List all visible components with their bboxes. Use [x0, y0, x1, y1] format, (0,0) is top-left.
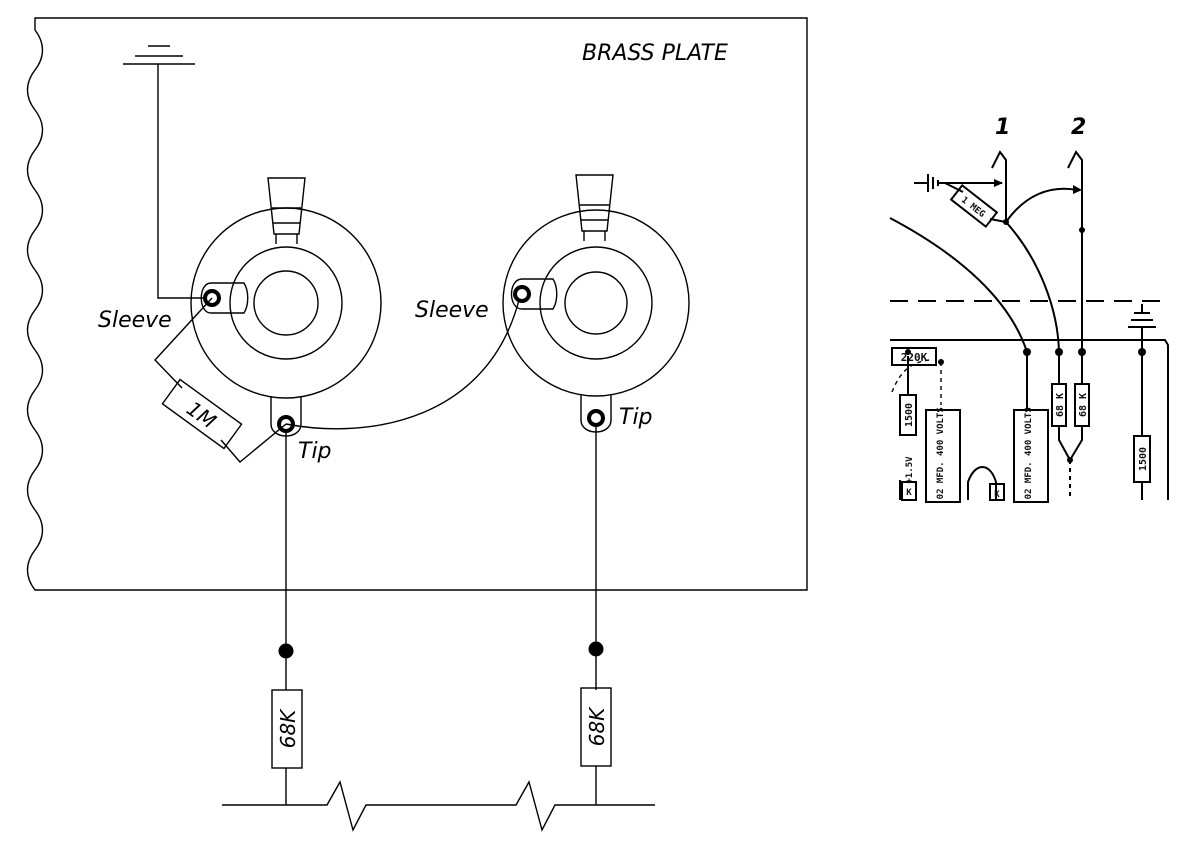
tip-label-1: Tip — [298, 439, 332, 464]
sleeve-label-2: Sleeve — [415, 298, 489, 323]
tip-label-2: Tip — [619, 405, 653, 430]
output-bus — [222, 780, 655, 832]
resistor-1m: 1M — [154, 297, 287, 463]
plate-label: BRASS PLATE — [582, 41, 728, 66]
schematic-ground-icon — [927, 174, 939, 192]
svg-text:+1.5V: +1.5V — [905, 456, 915, 484]
svg-text:.02 MFD. 400 VOLTS: .02 MFD. 400 VOLTS — [936, 407, 946, 505]
jack-1: Sleeve Tip — [98, 177, 382, 464]
tip1-to-sleeve2-wire — [285, 295, 521, 430]
svg-text:1500: 1500 — [1138, 447, 1149, 471]
brass-plate-diagram: BRASS PLATE — [26, 17, 808, 832]
resistor-68k-b: 68K — [580, 687, 612, 767]
svg-text:K: K — [994, 490, 1000, 500]
junction-dot-1 — [278, 643, 294, 659]
svg-text:1500: 1500 — [904, 403, 915, 427]
jack-number-1: 1 — [995, 115, 1010, 140]
junction-dot-2 — [588, 641, 604, 657]
schematic-excerpt: 1 2 1 MEG — [889, 115, 1169, 505]
jack-2: Sleeve Tip — [415, 174, 690, 433]
svg-text:68 K: 68 K — [1078, 393, 1089, 417]
svg-text:68K: 68K — [585, 706, 609, 746]
ground-symbol-icon — [123, 45, 195, 65]
sleeve-label-1: Sleeve — [98, 308, 172, 333]
jack-number-2: 2 — [1071, 115, 1086, 140]
svg-text:220K: 220K — [901, 351, 928, 364]
svg-text:1M: 1M — [182, 396, 220, 433]
svg-text:68 K: 68 K — [1055, 393, 1066, 417]
svg-text:68K: 68K — [276, 708, 300, 748]
svg-text:.02 MFD. 400 VOLTS: .02 MFD. 400 VOLTS — [1024, 407, 1034, 505]
svg-text:K: K — [906, 488, 912, 498]
schematic-ground-icon-2 — [1128, 304, 1156, 328]
brass-plate-outline — [26, 17, 808, 591]
resistor-68k-a: 68K — [271, 689, 303, 769]
